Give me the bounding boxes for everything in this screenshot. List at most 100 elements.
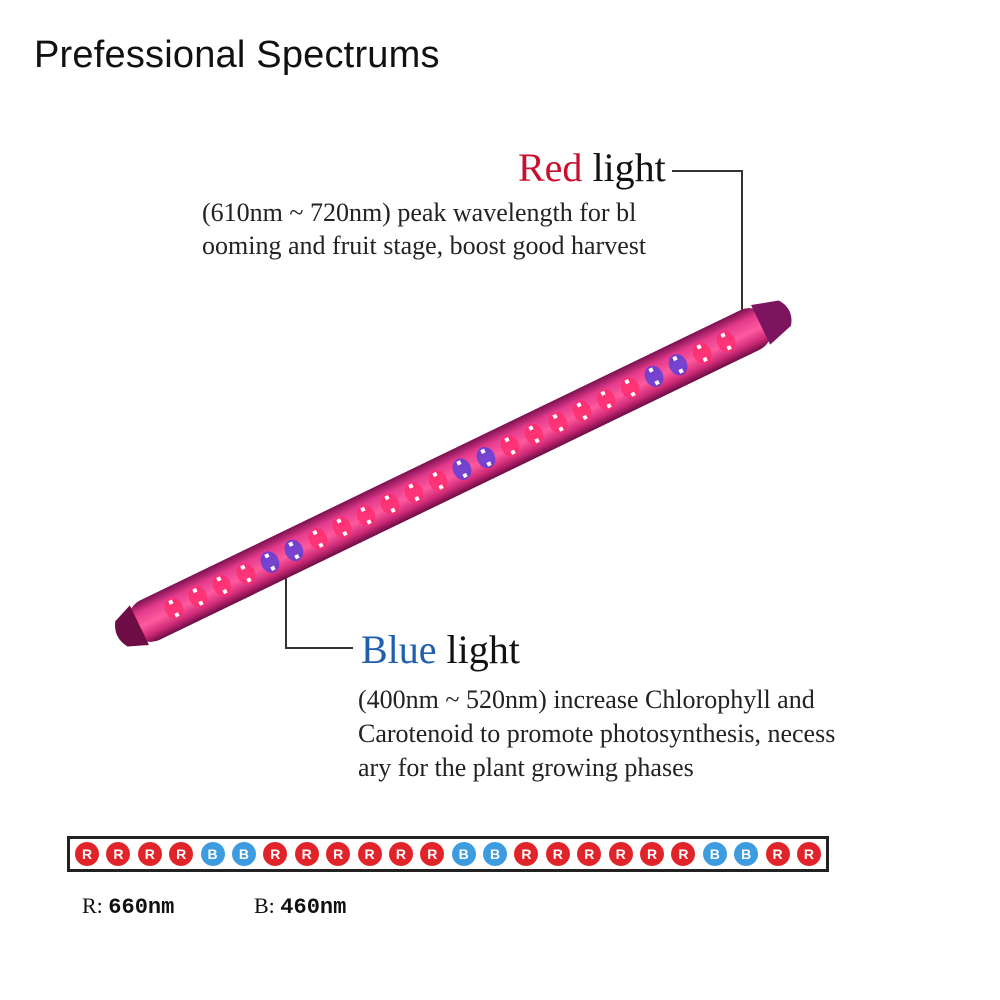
tube-start-cap xyxy=(115,605,149,647)
red-led-dot: R xyxy=(640,842,665,866)
red-led-dot: R xyxy=(357,842,382,866)
tube-led-chip xyxy=(408,483,414,489)
tube-led-chip xyxy=(198,600,204,606)
tube-led-chip xyxy=(654,379,660,386)
blue-led-dot: B xyxy=(702,842,727,866)
tube-led-chip xyxy=(726,345,732,351)
tube-led-chip xyxy=(168,599,174,605)
tube-led-chip xyxy=(702,356,708,363)
tube-led-chip xyxy=(552,413,558,420)
blue-callout-horizontal xyxy=(285,647,353,649)
tube-led-chip xyxy=(264,553,270,559)
tube-led-chip xyxy=(336,518,342,524)
red-led-dot: R xyxy=(514,842,539,866)
tube-led-chip xyxy=(606,403,612,409)
tube-body xyxy=(128,308,772,642)
tube-led-chip xyxy=(222,588,228,595)
legend-red-value: 660nm xyxy=(108,895,175,920)
legend-red: R: 660nm xyxy=(82,893,174,920)
tube-led-chip xyxy=(360,506,366,512)
tube-led-chip xyxy=(558,426,564,432)
tube-led-chip xyxy=(270,565,276,572)
tube-led-chip xyxy=(720,332,726,338)
red-led-dot: R xyxy=(608,842,633,866)
blue-light-description: (400nm ~ 520nm) increase Chlorophyll and… xyxy=(358,683,918,785)
tube-led-chip xyxy=(456,460,462,466)
blue-desc-line-2: Carotenoid to promote photosynthesis, ne… xyxy=(358,719,836,748)
red-led-dot: R xyxy=(294,842,319,866)
tube-led-chip xyxy=(342,530,348,537)
tube-led-chip xyxy=(246,577,252,583)
tube-led-chip xyxy=(414,496,420,502)
legend-red-label: R: xyxy=(82,893,103,918)
tube-led-chip xyxy=(648,367,654,373)
blue-led-dot: B xyxy=(231,842,256,866)
red-light-description: (610nm ~ 720nm) peak wavelength for bl o… xyxy=(202,196,742,262)
red-led-dot: R xyxy=(169,842,194,866)
tube-led-chip xyxy=(678,368,684,374)
red-led-dot: R xyxy=(545,842,570,866)
tube-led-chip xyxy=(438,484,444,490)
tube-led-chip xyxy=(600,390,606,396)
tube-led-chip xyxy=(576,402,582,408)
blue-led-dot: B xyxy=(734,842,759,866)
blue-light-heading: Blue light xyxy=(361,626,520,673)
red-desc-line-1: (610nm ~ 720nm) peak wavelength for bl xyxy=(202,198,637,227)
tube-led-chip xyxy=(390,507,396,513)
red-led-dot: R xyxy=(577,842,602,866)
tube-led-chip xyxy=(462,472,468,479)
tube-led-chip xyxy=(192,587,198,594)
red-light-suffix: light xyxy=(582,145,666,190)
tube-led-chip xyxy=(528,425,534,431)
red-led-dot: R xyxy=(388,842,413,866)
tube-led-chip xyxy=(318,542,324,548)
tube-led-chip xyxy=(486,461,492,467)
blue-callout-vertical xyxy=(285,578,287,648)
tube-end-cap xyxy=(751,300,792,345)
tube-led-chip xyxy=(534,438,540,444)
tube-led-chip xyxy=(384,495,390,501)
tube-led-chip xyxy=(240,564,246,571)
tube-led-chip xyxy=(504,437,510,443)
red-led-dot: R xyxy=(263,842,288,866)
legend-blue: B: 460nm xyxy=(254,893,346,920)
tube-led-chip xyxy=(312,529,318,536)
blue-led-dot: B xyxy=(200,842,225,866)
blue-light-suffix: light xyxy=(436,627,520,672)
page-title: Prefessional Spectrums xyxy=(34,34,440,76)
blue-desc-line-3: ary for the plant growing phases xyxy=(358,753,694,782)
red-led-dot: R xyxy=(796,842,821,866)
tube-led-chip xyxy=(216,576,222,582)
red-led-dot: R xyxy=(75,842,99,866)
tube-led-chip xyxy=(174,612,180,618)
blue-led-dot: B xyxy=(451,842,476,866)
tube-led-chip xyxy=(480,448,486,454)
red-desc-line-2: ooming and fruit stage, boost good harve… xyxy=(202,231,647,260)
tube-led-chip xyxy=(696,344,702,350)
tube-led-chip xyxy=(432,471,438,478)
red-light-heading: Red light xyxy=(518,144,666,191)
red-led-dot: R xyxy=(106,842,131,866)
tube-led-group xyxy=(164,330,736,620)
blue-word: Blue xyxy=(361,627,437,672)
tube-led-chip xyxy=(288,541,294,547)
red-led-dot: R xyxy=(765,842,790,866)
red-callout-vertical xyxy=(741,170,743,332)
red-word: Red xyxy=(518,145,583,190)
red-led-dot: R xyxy=(671,842,696,866)
tube-led-chip xyxy=(582,414,588,421)
legend-blue-label: B: xyxy=(254,893,275,918)
blue-desc-line-1: (400nm ~ 520nm) increase Chlorophyll and xyxy=(358,685,815,714)
tube-led-chip xyxy=(366,519,372,525)
tube-led-chip xyxy=(510,449,516,455)
tube-led-chip xyxy=(294,554,300,560)
red-led-dot: R xyxy=(420,842,445,866)
blue-led-dot: B xyxy=(483,842,508,866)
tube-led-chip xyxy=(630,391,636,397)
legend-blue-value: 460nm xyxy=(280,895,347,920)
red-led-dot: R xyxy=(326,842,351,866)
tube-led-chip xyxy=(672,355,678,362)
red-led-dot: R xyxy=(137,842,162,866)
